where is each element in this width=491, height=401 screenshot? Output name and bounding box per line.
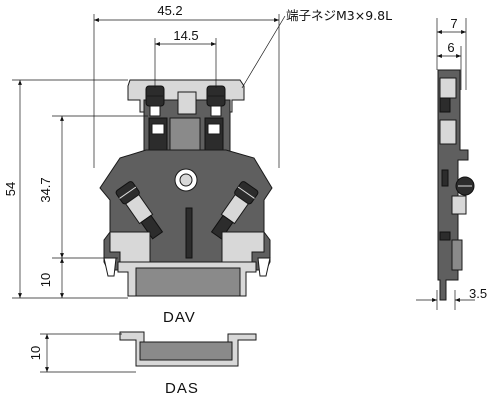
- front-dimensions: 45.2 14.5 54 34.7 10: [3, 3, 280, 299]
- top-left-screw-icon: [145, 85, 165, 117]
- top-right-clamp: [204, 117, 224, 153]
- bottom-left-screw-icon: [115, 181, 164, 240]
- top-right-screw-icon: [206, 85, 226, 117]
- screw-spec-callout: 端子ネジM3×9.8L: [241, 8, 392, 89]
- dim-side-inner: 6: [447, 40, 454, 55]
- label-dav: DAV: [163, 309, 196, 326]
- bottom-right-screw-icon: [210, 181, 259, 240]
- dim-height-mid: 34.7: [38, 177, 53, 202]
- dim-screw-pitch: 14.5: [173, 28, 198, 43]
- dim-das-height: 10: [28, 346, 43, 360]
- side-view: 7 6 3.5: [416, 16, 487, 310]
- dav-front-view: [99, 79, 273, 297]
- screw-spec-note: 端子ネジM3×9.8L: [286, 8, 392, 23]
- dim-height-total: 54: [3, 182, 18, 196]
- dim-width-total: 45.2: [157, 3, 182, 18]
- dim-rail-height: 10: [38, 273, 53, 287]
- dim-side-bottom: 3.5: [469, 286, 487, 301]
- label-das: DAS: [165, 380, 199, 397]
- das-rail: 10: [28, 331, 257, 373]
- top-left-clamp: [148, 117, 168, 153]
- dim-side-width: 7: [450, 16, 457, 31]
